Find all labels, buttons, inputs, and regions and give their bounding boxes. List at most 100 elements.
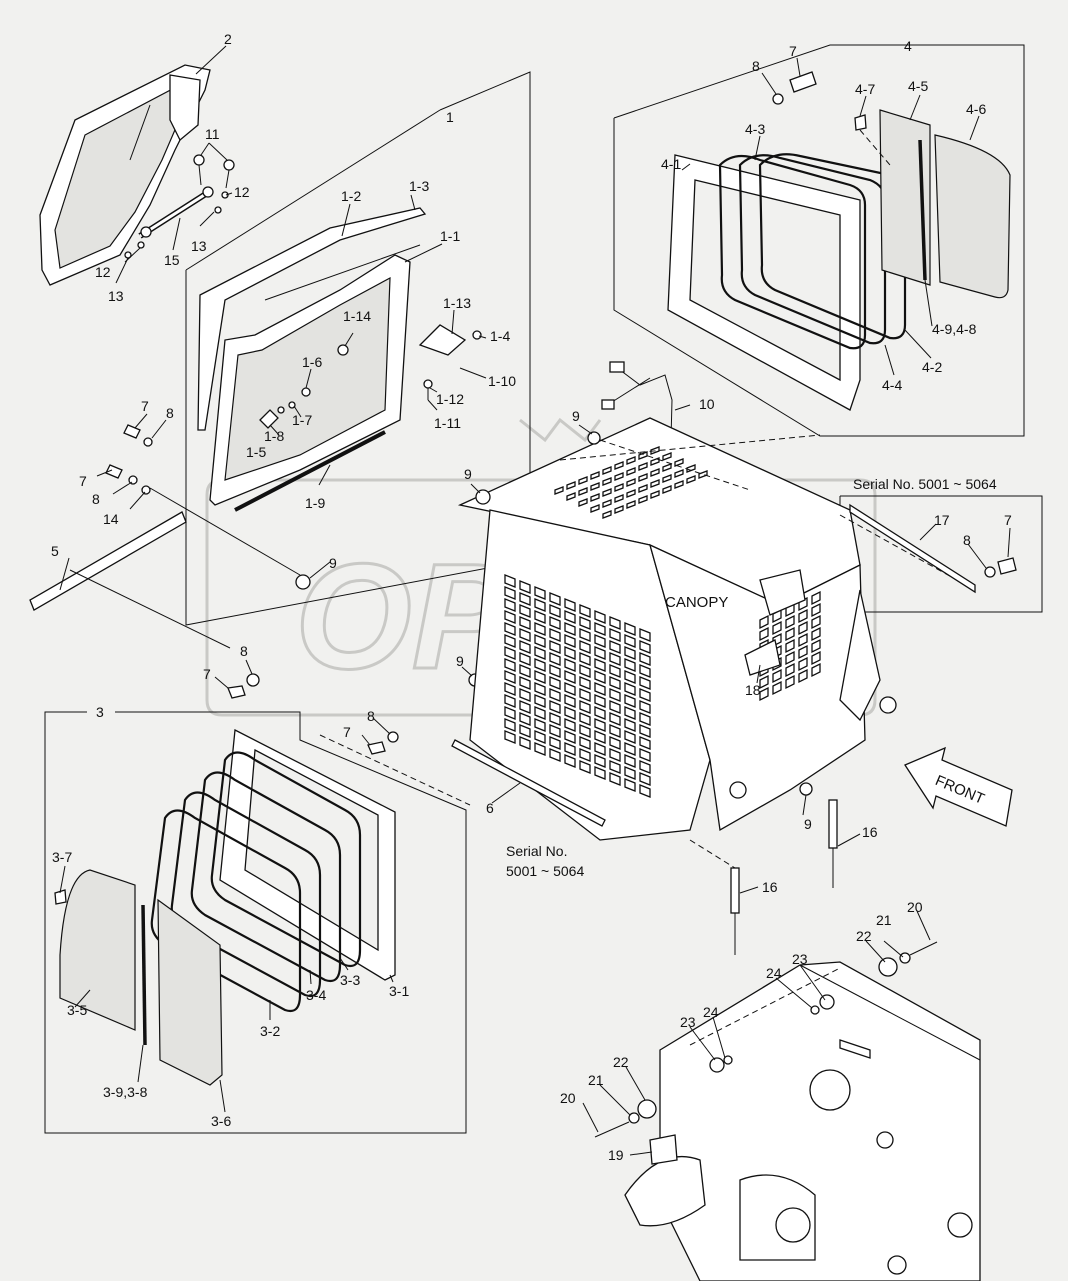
label-1-3: 1-3	[409, 178, 429, 194]
label-1-9: 1-9	[305, 495, 325, 511]
label-7a: 7	[141, 398, 149, 414]
label-22a: 22	[856, 928, 872, 944]
group-4-outline	[613, 44, 1025, 437]
grille-slot	[639, 676, 651, 690]
grille-slot	[579, 736, 591, 750]
grille-slot	[590, 493, 600, 502]
grille-slot	[549, 604, 561, 618]
grille-slot	[590, 471, 600, 480]
grille-slot	[686, 464, 696, 473]
label-1-5: 1-5	[246, 444, 266, 460]
grille-slot	[549, 628, 561, 642]
label-9b: 9	[572, 408, 580, 424]
grille-slot	[662, 485, 672, 494]
grille-slot	[609, 676, 621, 690]
label-4-6: 4-6	[966, 101, 986, 117]
label-4-5: 4-5	[908, 78, 928, 94]
grille-slot	[504, 574, 516, 588]
window-group-part-4	[667, 71, 1011, 411]
label-7b: 7	[79, 473, 87, 489]
grille-slot	[772, 680, 782, 696]
grille-slot	[519, 736, 531, 750]
grille-slot	[639, 760, 651, 774]
grille-slot	[594, 706, 606, 720]
grille-slot	[519, 664, 531, 678]
grille-slot	[549, 592, 561, 606]
grille-slot	[662, 463, 672, 472]
grille-slot	[785, 650, 795, 666]
strip-part-6	[451, 739, 606, 827]
grille-slot	[534, 622, 546, 636]
label-6: 6	[486, 800, 494, 816]
gas-struts-part-16	[689, 799, 838, 955]
grille-slot	[650, 457, 660, 466]
grille-slot	[549, 676, 561, 690]
label-22b: 22	[613, 1054, 629, 1070]
grille-slot	[639, 628, 651, 642]
label-4-1: 4-1	[661, 156, 681, 172]
grille-slot	[594, 766, 606, 780]
grille-slot	[519, 640, 531, 654]
grille-slot	[564, 754, 576, 768]
grille-slot	[519, 724, 531, 738]
grille-slot	[609, 688, 621, 702]
grille-slot	[504, 610, 516, 624]
label-20a: 20	[907, 899, 923, 915]
label-3-3: 3-3	[340, 972, 360, 988]
grille-slot	[549, 640, 561, 654]
grille-slot	[624, 634, 636, 648]
label-17: 17	[934, 512, 950, 528]
label-8f: 8	[752, 58, 760, 74]
grille-slot	[534, 610, 546, 624]
grille-slot	[519, 700, 531, 714]
grille-slot	[519, 604, 531, 618]
label-3-1: 3-1	[389, 983, 409, 999]
grille-slot	[564, 646, 576, 660]
label-5: 5	[51, 543, 59, 559]
canopy-label: CANOPY	[665, 594, 728, 611]
grille-slot	[578, 487, 588, 496]
grille-slot	[594, 670, 606, 684]
label-23a: 23	[792, 951, 808, 967]
grille-slot	[811, 638, 821, 654]
grille-slot	[534, 742, 546, 756]
label-24a: 24	[766, 965, 782, 981]
grille-slot	[759, 614, 769, 630]
label-9c: 9	[464, 466, 472, 482]
grille-slot	[639, 724, 651, 738]
label-12a: 12	[234, 184, 250, 200]
grille-slot	[564, 670, 576, 684]
grille-slot	[549, 712, 561, 726]
label-7d: 7	[203, 666, 211, 682]
grille-slot	[534, 718, 546, 732]
label-14: 14	[103, 511, 119, 527]
label-20b: 20	[560, 1090, 576, 1106]
grille-slot	[594, 682, 606, 696]
grille-slot	[609, 700, 621, 714]
label-4-98: 4-9,4-8	[932, 321, 977, 337]
grille-slot	[579, 688, 591, 702]
grille-slot	[504, 634, 516, 648]
grille-slot	[534, 598, 546, 612]
group-3-outline	[44, 711, 467, 1134]
grille-slot	[579, 664, 591, 678]
label-3-2: 3-2	[260, 1023, 280, 1039]
grille-slot	[504, 598, 516, 612]
grille-slot	[674, 458, 684, 467]
grille-slot	[549, 700, 561, 714]
grille-slot	[638, 473, 648, 482]
grille-slot	[626, 467, 636, 476]
grille-slot	[549, 652, 561, 666]
grille-slot	[602, 466, 612, 475]
label-7c: 7	[1004, 512, 1012, 528]
grille-slot	[578, 498, 588, 507]
grille-slot	[650, 468, 660, 477]
grille-slot	[614, 483, 624, 492]
grille-slot	[564, 622, 576, 636]
label-9a: 9	[329, 555, 337, 571]
label-4: 4	[904, 38, 912, 54]
grille-slot	[638, 462, 648, 471]
grille-slot	[638, 495, 648, 504]
grille-slot	[624, 742, 636, 756]
